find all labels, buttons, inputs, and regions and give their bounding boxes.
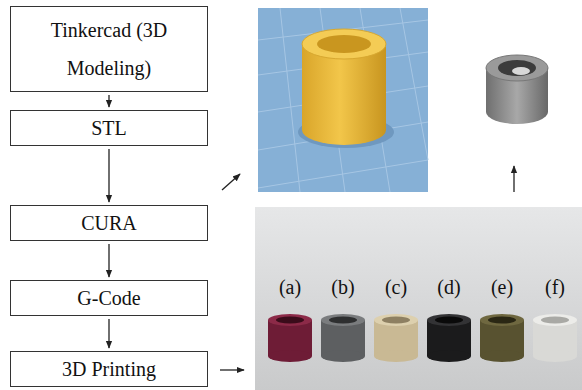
flow-arrow [108,319,109,348]
box-label: STL [17,115,201,141]
process-box: 3D Printing [10,351,208,387]
sample-label: (f) [545,276,565,299]
box-label: G-Code [17,285,201,311]
box-label: 3D Printing [17,356,201,382]
flow-arrow [108,95,109,107]
sample-label: (b) [331,276,354,299]
sample-label: (e) [491,276,513,299]
pointer-arrow [222,174,240,190]
sample-e [480,314,524,362]
sample-b [321,314,365,362]
sample-label: (d) [437,276,460,299]
cura-render [258,8,428,192]
sample-label: (a) [279,276,301,299]
process-box: CURA [10,205,208,241]
box-label: CURA [17,210,201,236]
sample-f [533,314,577,362]
process-box: STL [10,110,208,146]
pointer-arrow [220,369,244,370]
box-label: Tinkercad (3D Modeling) [17,11,201,87]
process-box: Tinkercad (3D Modeling) [10,6,208,92]
sample-d [427,314,471,362]
process-box: G-Code [10,280,208,316]
flow-arrow [108,244,109,277]
flow-arrow [108,149,109,202]
samples-photo [255,207,582,390]
sample-label: (c) [385,276,407,299]
printed-part-photo [486,55,548,124]
sample-c [374,314,418,362]
pointer-arrow [513,166,514,192]
sample-a [268,314,312,362]
